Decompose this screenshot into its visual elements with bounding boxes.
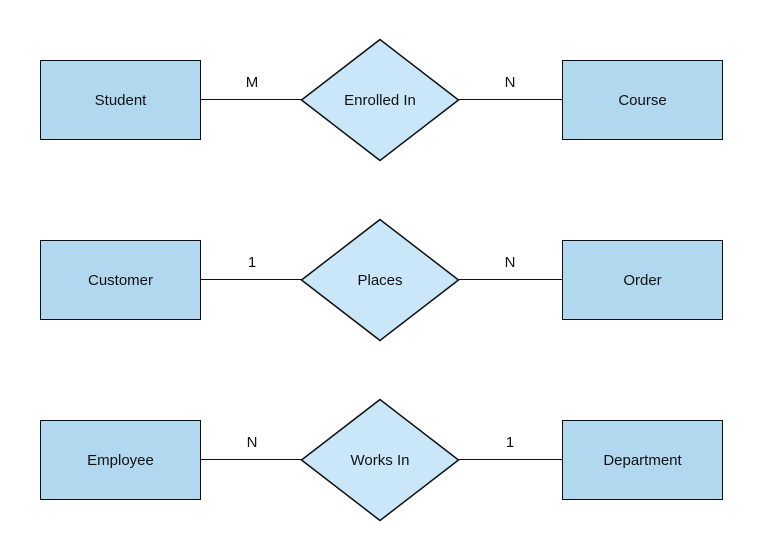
- relationship-label: Works In: [350, 451, 410, 469]
- cardinality-label-right: 1: [505, 434, 515, 451]
- relationship-label: Places: [357, 271, 403, 289]
- entity-customer[interactable]: Customer: [40, 240, 201, 320]
- cardinality-label-left: M: [245, 74, 259, 91]
- entity-department[interactable]: Department: [562, 420, 723, 500]
- relationship-enrolled-in[interactable]: Enrolled In: [300, 38, 460, 162]
- cardinality-label-right: N: [504, 254, 516, 271]
- relationship-places[interactable]: Places: [300, 218, 460, 342]
- cardinality-label-right: N: [504, 74, 516, 91]
- entity-employee[interactable]: Employee: [40, 420, 201, 500]
- connector-employee-worksin: [200, 459, 301, 460]
- entity-student[interactable]: Student: [40, 60, 201, 140]
- relationship-label: Enrolled In: [344, 91, 416, 109]
- diamond-shape: [300, 38, 460, 162]
- cardinality-label-left: N: [246, 434, 258, 451]
- diamond-shape: [300, 218, 460, 342]
- diamond-shape: [300, 398, 460, 522]
- connector-places-order: [459, 279, 563, 280]
- entity-order[interactable]: Order: [562, 240, 723, 320]
- relationship-row-customer-order: Customer 1 Places N Order: [0, 218, 761, 342]
- connector-worksin-department: [459, 459, 563, 460]
- connector-enrolledin-course: [459, 99, 563, 100]
- connector-customer-places: [200, 279, 301, 280]
- connector-student-enrolledin: [200, 99, 301, 100]
- relationship-row-employee-department: Employee N Works In 1 Department: [0, 398, 761, 522]
- cardinality-label-left: 1: [247, 254, 257, 271]
- relationship-row-student-course: Student M Enrolled In N Course: [0, 38, 761, 162]
- relationship-works-in[interactable]: Works In: [300, 398, 460, 522]
- entity-course[interactable]: Course: [562, 60, 723, 140]
